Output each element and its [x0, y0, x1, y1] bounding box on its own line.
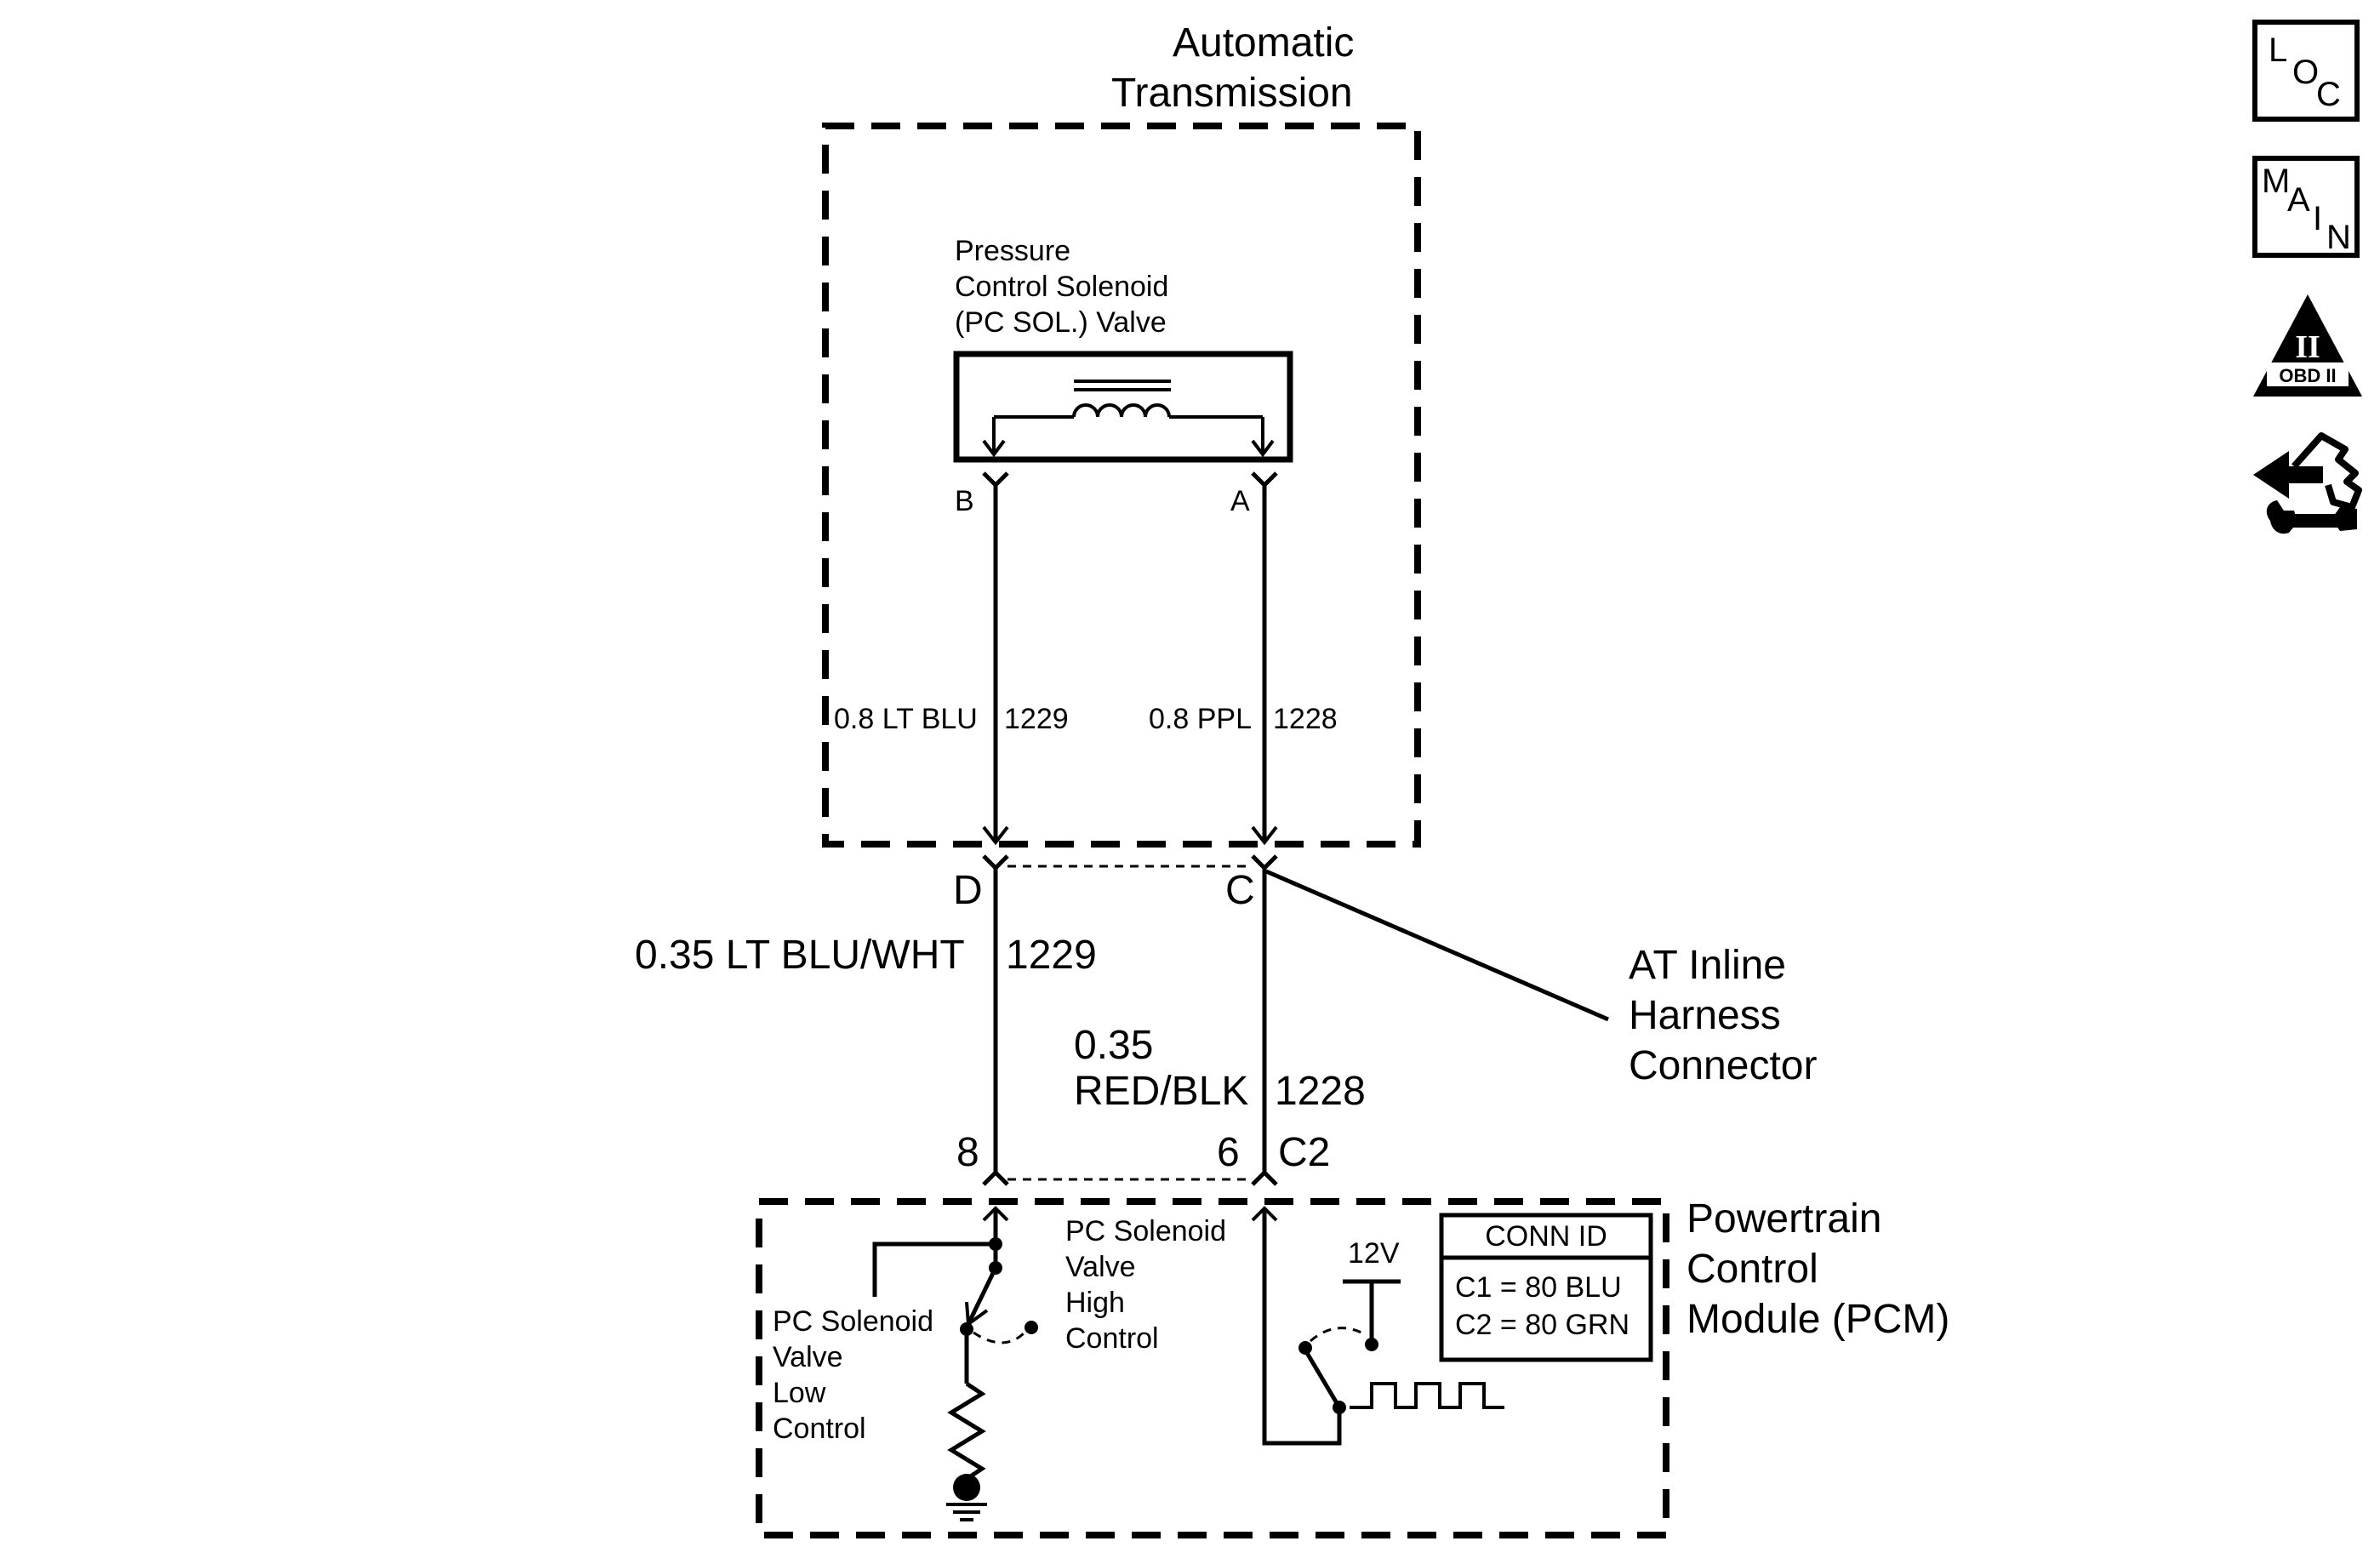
- pcm-label-line3: Module (PCM): [1687, 1297, 1949, 1342]
- high-control-label-line4: Control: [1065, 1322, 1159, 1355]
- inline-connector-label-line2: Harness: [1629, 993, 1781, 1038]
- main-icon: [2252, 156, 2360, 258]
- svg-text:C: C: [2316, 76, 2341, 113]
- solenoid-label-line3: (PC SOL.) Valve: [955, 306, 1167, 339]
- wire-1228-upper-label: 0.8 PPL: [1149, 703, 1252, 735]
- ground-icon: [946, 1503, 987, 1521]
- low-side-switch: [966, 1266, 998, 1326]
- obd-ii-text: OBD II: [2279, 365, 2336, 386]
- pcm-label-line1: Powertrain: [1687, 1196, 1881, 1241]
- wire-1229-upper-label: 0.8 LT BLU: [834, 703, 978, 735]
- ground-node: [953, 1474, 980, 1501]
- pcm-label-line2: Control: [1687, 1247, 1818, 1292]
- pwm-signal-icon: [1350, 1382, 1504, 1409]
- wire-1228-lower-label-line1: 0.35: [1074, 1023, 1153, 1068]
- pin-6-label: 6: [1217, 1130, 1240, 1175]
- voltage-label: 12V: [1348, 1237, 1400, 1270]
- inline-connector-label-line3: Connector: [1629, 1043, 1817, 1088]
- loc-icon: [2252, 20, 2360, 122]
- solenoid-label-line2: Control Solenoid: [955, 271, 1168, 303]
- wire-1229-upper-circuit: 1229: [1004, 703, 1069, 735]
- low-control-label-line1: PC Solenoid: [773, 1305, 933, 1338]
- svg-text:M: M: [2262, 163, 2290, 200]
- obd-ii-numeral: II: [2295, 329, 2320, 365]
- pin-8-label: 8: [956, 1130, 979, 1175]
- diagnostic-tool-button[interactable]: [2253, 432, 2362, 534]
- high-control-label-line3: High: [1065, 1287, 1125, 1319]
- high-control-label-line1: PC Solenoid: [1065, 1215, 1226, 1247]
- pcm-connector-c2: 8 6 C2: [956, 1130, 1330, 1186]
- pcm-boundary: [756, 1198, 1669, 1538]
- high-side-switch: [1304, 1351, 1342, 1409]
- wire-1228-upper-circuit: 1228: [1273, 703, 1338, 735]
- svg-text:L: L: [2269, 31, 2287, 69]
- automatic-transmission-section: Automatic Transmission: [822, 20, 1421, 848]
- transmission-title-line1: Automatic: [1173, 20, 1354, 66]
- low-control-label-line4: Control: [773, 1413, 866, 1445]
- solenoid-label-line1: Pressure: [955, 235, 1070, 267]
- resistor-icon: [947, 1381, 986, 1487]
- pin-d-label: D: [953, 868, 983, 913]
- low-control-label-line3: Low: [773, 1377, 826, 1409]
- wire-1228-lower-label-line2: RED/BLK: [1074, 1069, 1248, 1114]
- pin-a-terminal: [1251, 471, 1278, 488]
- pin-b-terminal: [982, 471, 1009, 488]
- powertrain-control-module: Powertrain Control Module (PCM) PC Solen…: [756, 1196, 1949, 1538]
- low-control-label-line2: Valve: [773, 1341, 843, 1373]
- svg-text:A: A: [2287, 181, 2310, 219]
- loc-button[interactable]: L O C: [2252, 20, 2360, 122]
- transmission-boundary: [822, 123, 1421, 848]
- conn-id-c1: C1 = 80 BLU: [1455, 1271, 1622, 1304]
- connector-c2-label: C2: [1278, 1130, 1330, 1175]
- inline-connector-label-line1: AT Inline: [1629, 943, 1786, 988]
- solenoid-coil-icon: [994, 403, 1263, 419]
- conn-id-title: CONN ID: [1485, 1220, 1607, 1253]
- conn-id-c2: C2 = 80 GRN: [1455, 1309, 1629, 1341]
- svg-text:N: N: [2326, 219, 2351, 256]
- wire-1228-lower-circuit: 1228: [1275, 1069, 1366, 1114]
- lower-wires: 0.35 LT BLU/WHT 1229 0.35 RED/BLK 1228: [635, 868, 1366, 1173]
- pin-c-label: C: [1225, 868, 1255, 913]
- main-button[interactable]: M A I N: [2252, 156, 2360, 258]
- wire-1229-lower-label: 0.35 LT BLU/WHT: [635, 933, 965, 978]
- high-control-label-line2: Valve: [1065, 1251, 1136, 1283]
- solenoid-body: [953, 351, 1293, 463]
- at-inline-harness-connector: D C AT Inline Harness Connector: [953, 854, 1817, 1088]
- upper-wires: 0.8 LT BLU 1229 0.8 PPL 1228: [834, 485, 1338, 846]
- transmission-title-line2: Transmission: [1111, 71, 1353, 116]
- svg-text:I: I: [2313, 200, 2322, 237]
- svg-text:O: O: [2292, 54, 2319, 91]
- inline-connector-leader: [1265, 869, 1609, 1022]
- pc-solenoid: Pressure Control Solenoid (PC SOL.) Valv…: [953, 235, 1293, 517]
- pin-a-label: A: [1230, 485, 1250, 517]
- diagnostic-tool-icon: [2253, 432, 2362, 534]
- wire-1229-lower-circuit: 1229: [1006, 933, 1097, 978]
- obd-ii-button[interactable]: II OBD II: [2253, 294, 2362, 397]
- pin-b-label: B: [955, 485, 974, 517]
- conn-id-box: CONN ID C1 = 80 BLU C2 = 80 GRN: [1439, 1213, 1653, 1362]
